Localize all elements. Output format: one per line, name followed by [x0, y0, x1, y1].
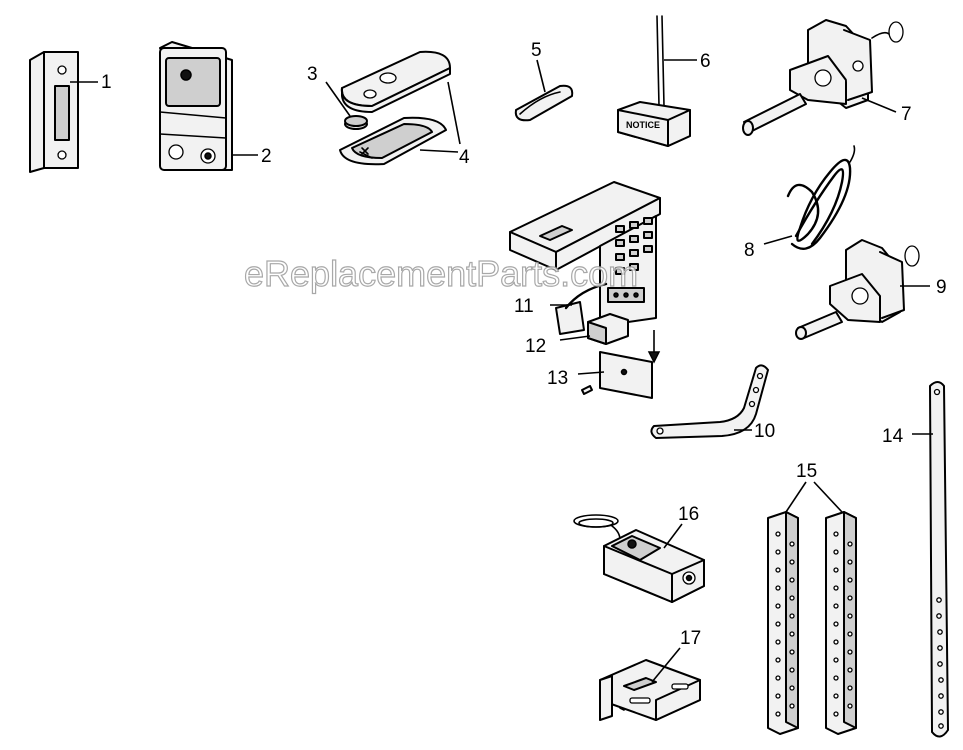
callout-13: 13 — [547, 368, 568, 389]
part-6-release-handle: NOTICE — [617, 15, 691, 147]
callout-15: 15 — [796, 461, 817, 482]
opener-housing — [509, 181, 661, 327]
part-5-visor-clip — [514, 84, 574, 122]
part-17-sensor-bracket — [599, 659, 701, 721]
part-12-receiver-module — [587, 313, 629, 345]
part-8-bell-wire — [786, 145, 856, 250]
callout-10: 10 — [754, 421, 775, 442]
callout-2: 2 — [261, 146, 272, 167]
callout-11: 11 — [514, 296, 534, 317]
callout-16: 16 — [678, 504, 699, 525]
callout-3: 3 — [307, 64, 318, 85]
watermark-text: eReplacementParts.com — [244, 253, 638, 294]
callout-5: 5 — [531, 40, 542, 61]
part-10-curved-door-arm — [650, 364, 769, 439]
part-3-battery — [344, 115, 368, 130]
callout-12: 12 — [525, 336, 546, 357]
part-4-remote-transmitter — [339, 50, 451, 166]
callout-8: 8 — [744, 240, 755, 261]
part-13-end-panel — [581, 351, 653, 399]
part-14-straight-door-arm — [929, 381, 949, 738]
part-16-safety-sensor — [573, 514, 705, 603]
part-15-angle-bracket-right — [825, 511, 857, 735]
callout-14: 14 — [882, 426, 904, 447]
part-15-angle-bracket-left — [767, 511, 799, 735]
callout-7: 7 — [901, 104, 912, 125]
callout-1: 1 — [101, 72, 112, 93]
callout-9: 9 — [936, 277, 947, 298]
part-7-door-bracket — [742, 19, 904, 136]
housing-vents — [615, 217, 653, 275]
part-1-door-control — [29, 51, 79, 173]
part-9-header-bracket — [795, 239, 920, 340]
callout-17: 17 — [680, 628, 701, 649]
callout-6: 6 — [700, 51, 711, 72]
callout-4: 4 — [459, 147, 470, 168]
notice-tag-text: NOTICE — [626, 120, 660, 130]
part-2-wall-console — [159, 41, 233, 171]
